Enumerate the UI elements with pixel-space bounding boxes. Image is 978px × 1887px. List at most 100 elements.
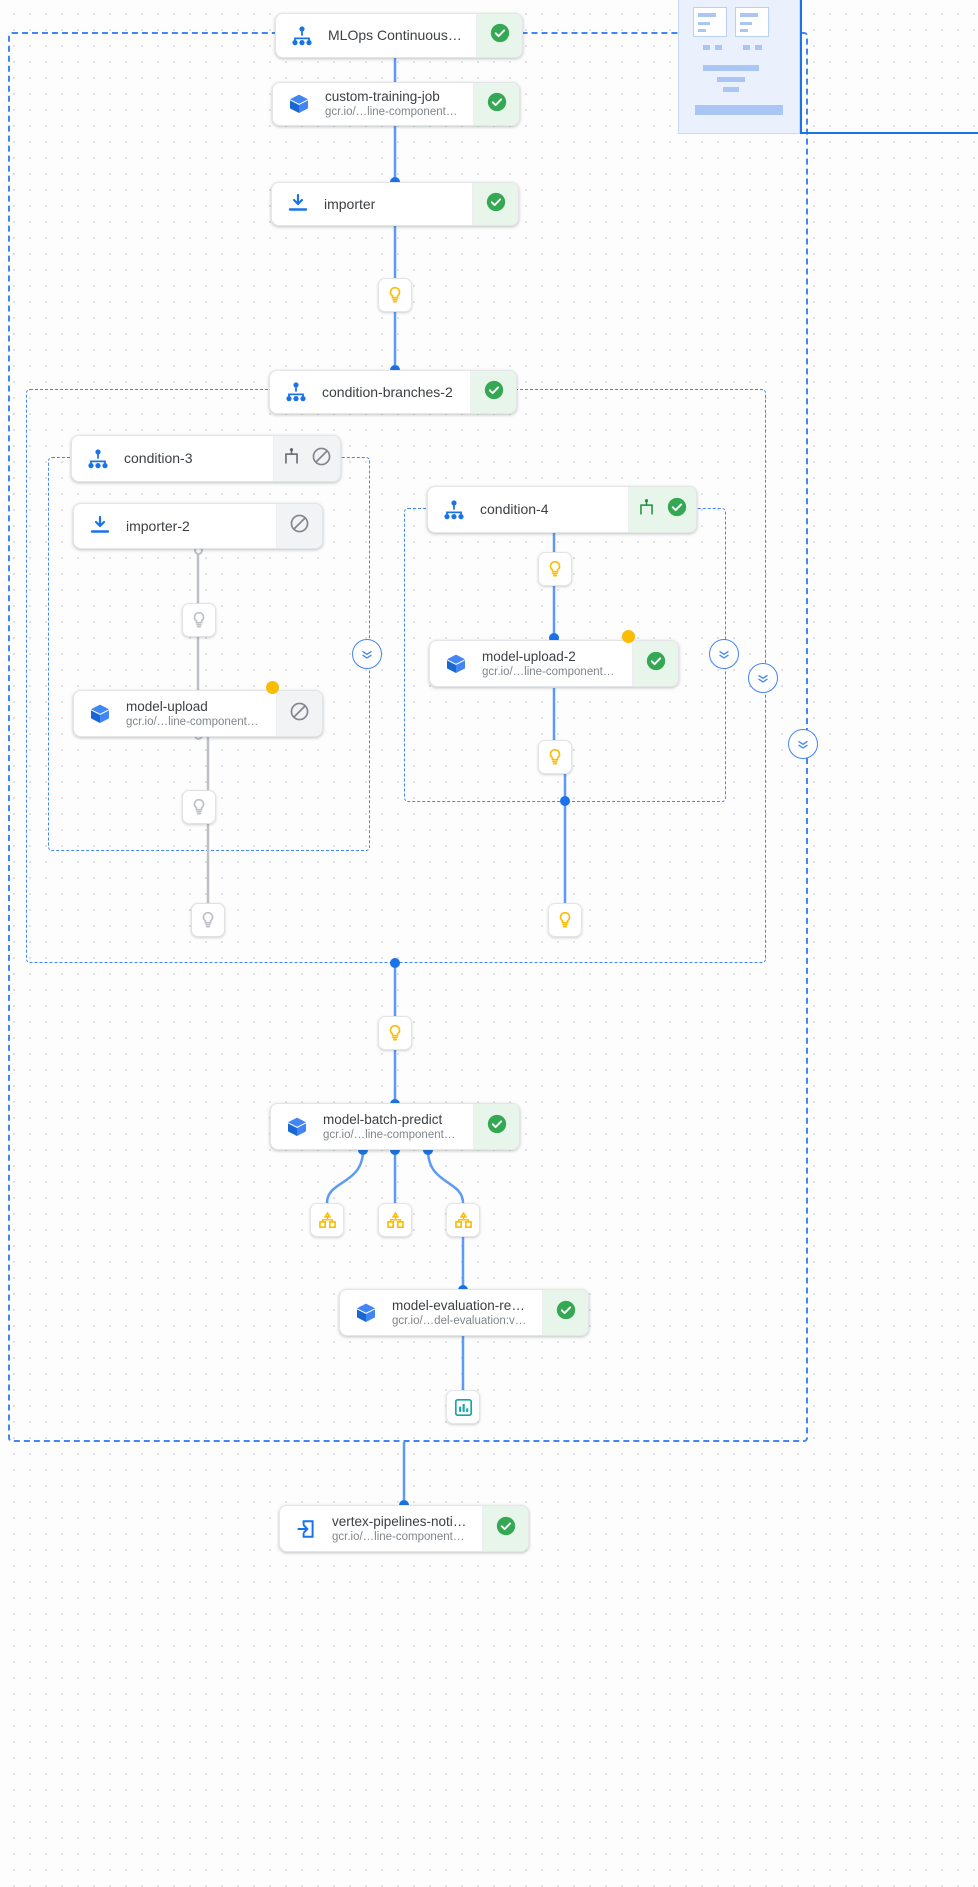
minimap-row: [755, 45, 762, 50]
minimap-row: [743, 45, 750, 50]
artifact-condition-3-out[interactable]: [191, 903, 225, 937]
node-model-batch-predict[interactable]: model-batch-predict gcr.io/…line-compone…: [270, 1103, 520, 1150]
node-body[interactable]: condition-branches-2: [270, 371, 470, 413]
node-title: importer-2: [126, 517, 190, 534]
node-title: MLOps Continuous Traini…: [328, 27, 462, 43]
node-body[interactable]: MLOps Continuous Traini…: [276, 14, 476, 57]
node-title: model-batch-predict: [323, 1111, 443, 1127]
check-circle-icon: [495, 1515, 517, 1542]
collapse-branches[interactable]: [748, 663, 778, 693]
branch-icon: [282, 447, 301, 471]
status-badge: [470, 371, 516, 413]
node-model-upload[interactable]: model-upload gcr.io/…line-components:2.6…: [73, 690, 323, 737]
node-text: condition-branches-2: [322, 384, 453, 401]
node-condition-3[interactable]: condition-3: [71, 435, 341, 482]
collapse-condition-3[interactable]: [352, 639, 382, 669]
node-root-pipeline[interactable]: MLOps Continuous Traini…: [275, 13, 523, 58]
node-text: model-upload-2 gcr.io/…line-components:2…: [482, 648, 618, 680]
node-body[interactable]: importer-2: [74, 504, 276, 548]
dataset-icon: [386, 1211, 404, 1228]
import-download-icon: [284, 190, 312, 218]
check-circle-icon: [483, 379, 505, 406]
node-body[interactable]: condition-3: [72, 436, 273, 481]
block-circle-icon: [311, 446, 332, 472]
artifact-bulb-icon: [389, 286, 401, 303]
node-text: importer-2: [126, 518, 190, 535]
artifact-batch-predict-2[interactable]: [378, 1203, 412, 1237]
minimap-row: [703, 45, 710, 50]
node-subtitle: gcr.io/…line-components:2.6.0: [482, 665, 618, 678]
minimap-row: [695, 105, 783, 115]
dataset-icon: [318, 1211, 336, 1228]
node-vertex-notification[interactable]: vertex-pipelines-notificat… gcr.io/…line…: [279, 1505, 529, 1552]
component-cube-icon: [352, 1299, 380, 1327]
node-body[interactable]: model-upload-2 gcr.io/…line-components:2…: [430, 641, 632, 686]
collapse-outer[interactable]: [788, 729, 818, 759]
node-body[interactable]: model-evaluation-regres… gcr.io/…del-eva…: [340, 1290, 542, 1335]
artifact-condition-4-in[interactable]: [538, 552, 572, 586]
check-circle-icon: [489, 22, 511, 49]
node-text: model-batch-predict gcr.io/…line-compone…: [323, 1111, 459, 1143]
component-cube-icon: [283, 1113, 311, 1141]
node-subtitle: gcr.io/…del-evaluation:v0.9.3: [392, 1314, 528, 1327]
minimap-viewport[interactable]: [800, 0, 978, 134]
artifact-model-upload-out[interactable]: [182, 790, 216, 824]
status-badge: [632, 641, 678, 686]
metrics-chart-icon: [454, 1398, 472, 1416]
minimap-row: [740, 22, 752, 25]
status-badge: [473, 83, 519, 125]
import-download-icon: [86, 512, 114, 540]
node-title: condition-branches-2: [322, 383, 453, 400]
check-circle-icon: [555, 1299, 577, 1326]
node-custom-training-job[interactable]: custom-training-job gcr.io/…line-compone…: [272, 82, 520, 126]
node-condition-4[interactable]: condition-4: [427, 486, 697, 533]
node-body[interactable]: importer: [272, 183, 472, 225]
artifact-batch-predict-1[interactable]: [310, 1203, 344, 1237]
block-circle-icon: [289, 701, 310, 727]
minimap[interactable]: [678, 0, 800, 134]
collapse-condition-4[interactable]: [709, 639, 739, 669]
node-text: model-upload gcr.io/…line-components:2.6…: [126, 698, 262, 730]
node-title: condition-3: [124, 450, 193, 466]
collapse-chevrons-icon: [758, 675, 768, 683]
minimap-row: [740, 13, 758, 17]
node-subtitle: gcr.io/…line-components:2.6.0: [325, 106, 459, 118]
node-body[interactable]: custom-training-job gcr.io/…line-compone…: [273, 83, 473, 125]
artifact-importer-2-out[interactable]: [182, 603, 216, 637]
check-circle-icon: [485, 191, 507, 218]
artifact-condition-4-out[interactable]: [548, 903, 582, 937]
check-circle-icon: [645, 650, 667, 677]
node-text: vertex-pipelines-notificat… gcr.io/…line…: [332, 1513, 468, 1545]
artifact-model-upload-2-out[interactable]: [538, 740, 572, 774]
artifact-branches-out[interactable]: [378, 1016, 412, 1050]
node-condition-branches-2[interactable]: condition-branches-2: [269, 370, 517, 414]
node-model-evaluation[interactable]: model-evaluation-regres… gcr.io/…del-eva…: [339, 1289, 589, 1336]
node-importer-2[interactable]: importer-2: [73, 503, 323, 549]
node-subtitle: gcr.io/…line-components:2.6.0: [332, 1530, 468, 1543]
artifact-bulb-icon: [389, 1024, 401, 1041]
minimap-row: [723, 87, 739, 92]
node-importer[interactable]: importer: [271, 182, 519, 226]
node-model-upload-2[interactable]: model-upload-2 gcr.io/…line-components:2…: [429, 640, 679, 687]
artifact-metrics[interactable]: [446, 1390, 480, 1424]
minimap-row: [740, 29, 748, 32]
exit-arrow-icon: [292, 1515, 320, 1543]
warning-dot-model-upload: [266, 681, 279, 694]
artifact-bulb-icon: [549, 748, 561, 765]
node-body[interactable]: model-upload gcr.io/…line-components:2.6…: [74, 691, 276, 736]
minimap-row: [698, 13, 716, 17]
condition-icon: [84, 445, 112, 473]
node-body[interactable]: model-batch-predict gcr.io/…line-compone…: [271, 1104, 473, 1149]
artifact-batch-predict-3[interactable]: [446, 1203, 480, 1237]
status-badge: [276, 504, 322, 548]
node-body[interactable]: condition-4: [428, 487, 628, 532]
status-badge: [472, 183, 518, 225]
check-circle-icon: [486, 91, 508, 118]
dataset-icon: [454, 1211, 472, 1228]
pipeline-icon: [288, 22, 316, 50]
artifact-after-importer[interactable]: [378, 278, 412, 312]
status-badge: [473, 1104, 519, 1149]
status-badge: [276, 691, 322, 736]
node-body[interactable]: vertex-pipelines-notificat… gcr.io/…line…: [280, 1506, 482, 1551]
